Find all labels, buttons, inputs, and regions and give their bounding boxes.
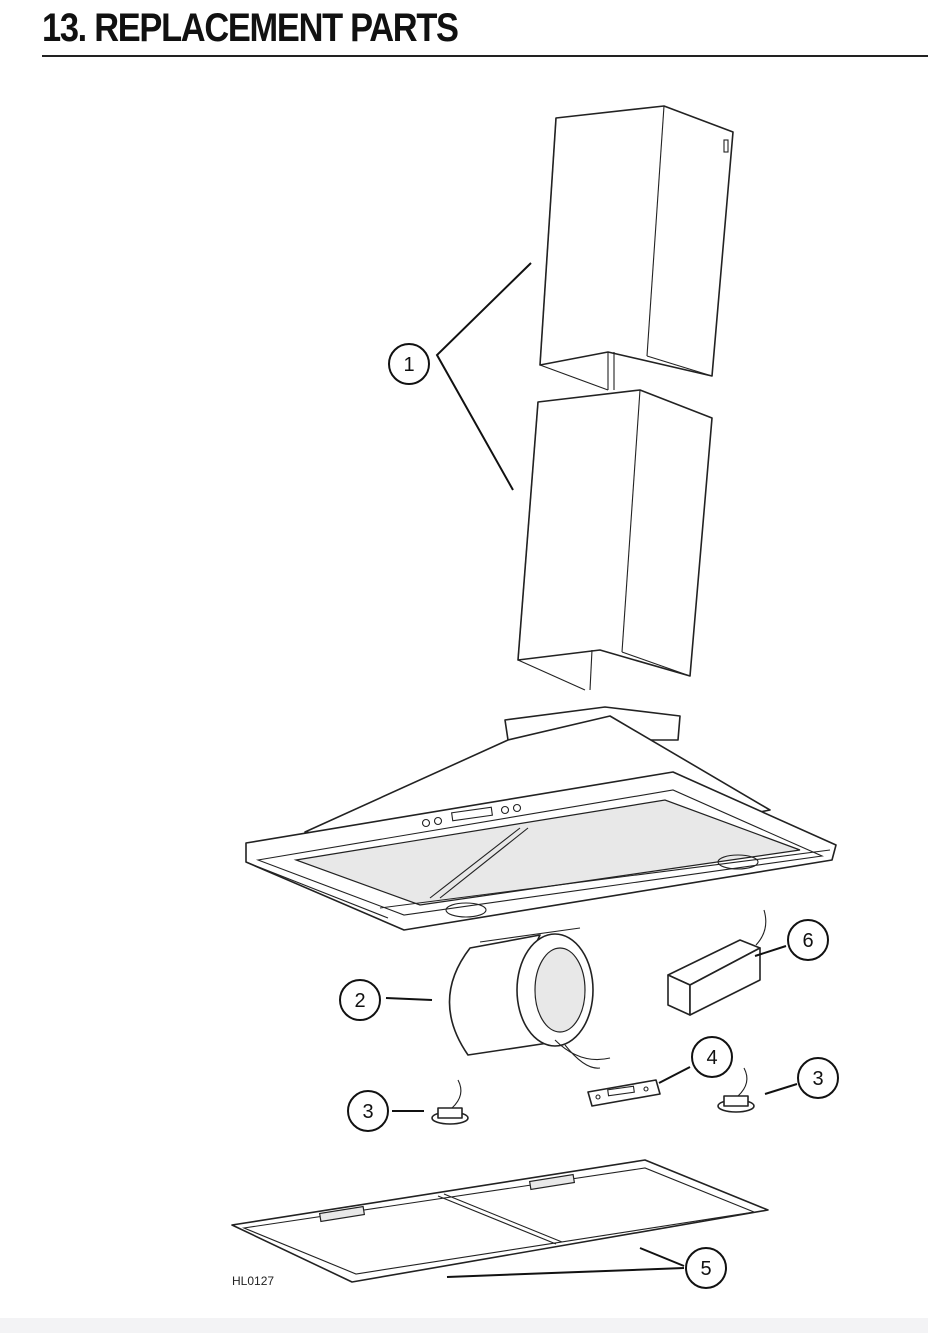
svg-text:3: 3 bbox=[362, 1101, 373, 1123]
svg-text:1: 1 bbox=[403, 354, 414, 376]
callout-4: 4 bbox=[691, 1036, 733, 1078]
svg-text:6: 6 bbox=[802, 930, 813, 952]
callout-6: 6 bbox=[787, 919, 829, 961]
svg-text:2: 2 bbox=[354, 990, 365, 1012]
control-panel bbox=[587, 1079, 661, 1107]
drawing-code: HL0127 bbox=[232, 1274, 274, 1288]
leader-lines bbox=[385, 262, 798, 1278]
callout-1: 1 bbox=[388, 343, 430, 385]
upper-chimney-section bbox=[539, 105, 734, 391]
fan-motor bbox=[448, 927, 611, 1069]
callout-5: 5 bbox=[685, 1247, 727, 1289]
callout-3-left: 3 bbox=[347, 1090, 389, 1132]
svg-text:4: 4 bbox=[706, 1047, 717, 1069]
callout-3-right: 3 bbox=[797, 1057, 839, 1099]
grease-filters bbox=[231, 1159, 769, 1283]
hood-canopy bbox=[245, 706, 837, 931]
callout-2: 2 bbox=[339, 979, 381, 1021]
svg-text:3: 3 bbox=[812, 1068, 823, 1090]
lamp-left bbox=[431, 1079, 469, 1125]
lower-chimney-section bbox=[517, 389, 713, 691]
page-title: 13. REPLACEMENT PARTS bbox=[42, 6, 459, 50]
transformer-box bbox=[667, 909, 767, 1016]
svg-text:5: 5 bbox=[700, 1258, 711, 1280]
lamp-right bbox=[717, 1067, 755, 1113]
title-rule bbox=[42, 55, 928, 57]
page-bottom-band bbox=[0, 1318, 928, 1333]
